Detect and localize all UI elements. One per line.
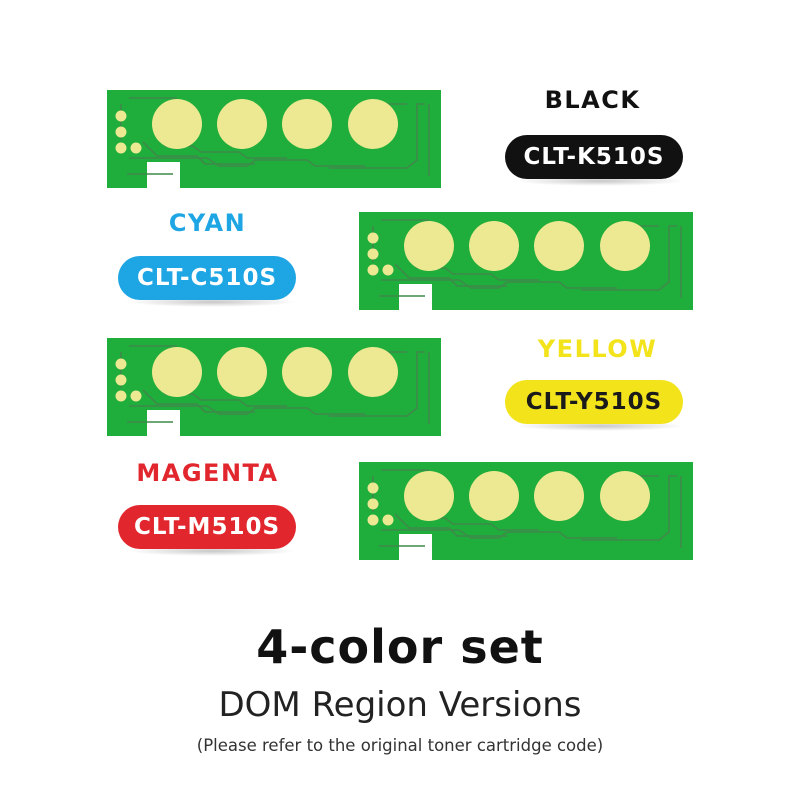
color-name-magenta: MAGENTA [136, 459, 279, 487]
code-badge-yellow: CLT-Y510S [505, 380, 683, 424]
chip-board-black [107, 90, 441, 188]
chip-board-yellow [107, 338, 441, 436]
chip-board-magenta [359, 462, 693, 560]
pill-shadow [515, 421, 685, 431]
pill-shadow [127, 297, 297, 307]
code-badge-cyan: CLT-C510S [118, 256, 296, 300]
pill-shadow [127, 546, 297, 556]
page-subtitle: DOM Region Versions [218, 685, 582, 725]
footnote: (Please refer to the original toner cart… [196, 736, 604, 755]
color-name-yellow: YELLOW [537, 335, 658, 363]
pill-shadow [515, 176, 685, 186]
code-badge-magenta: CLT-M510S [118, 505, 296, 549]
chip-board-cyan [359, 212, 693, 310]
color-name-black: BLACK [544, 86, 641, 114]
page-title: 4-color set [256, 620, 544, 674]
code-badge-black: CLT-K510S [505, 135, 683, 179]
color-name-cyan: CYAN [168, 209, 247, 237]
